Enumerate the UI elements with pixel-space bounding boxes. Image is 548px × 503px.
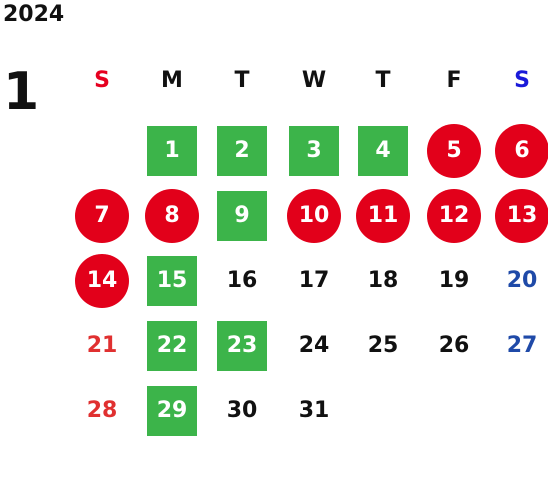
day-cell-11: 11 [356,189,410,243]
month-label: 1 [3,62,40,122]
day-cell-10: 10 [287,189,341,243]
day-cell-30: 30 [226,398,258,423]
day-cell-3: 3 [289,126,339,176]
day-cell-22: 22 [147,321,197,371]
day-cell-24: 24 [298,333,330,358]
day-cell-5: 5 [427,124,481,178]
day-cell-7: 7 [75,189,129,243]
day-cell-6: 6 [495,124,548,178]
day-cell-16: 16 [226,268,258,293]
day-cell-15: 15 [147,256,197,306]
day-cell-28: 28 [86,398,118,423]
day-cell-17: 17 [298,268,330,293]
day-cell-21: 21 [86,333,118,358]
day-cell-9: 9 [217,191,267,241]
day-cell-25: 25 [367,333,399,358]
day-cell-26: 26 [438,333,470,358]
day-cell-14: 14 [75,254,129,308]
weekday-header-5: F [446,68,462,93]
weekday-header-1: M [161,68,183,93]
day-cell-19: 19 [438,268,470,293]
day-cell-1: 1 [147,126,197,176]
day-cell-27: 27 [506,333,538,358]
weekday-header-0: S [94,68,110,93]
day-cell-20: 20 [506,268,538,293]
day-cell-31: 31 [298,398,330,423]
day-cell-12: 12 [427,189,481,243]
day-cell-13: 13 [495,189,548,243]
day-cell-23: 23 [217,321,267,371]
day-cell-8: 8 [145,189,199,243]
day-cell-29: 29 [147,386,197,436]
weekday-header-4: T [375,68,391,93]
day-cell-2: 2 [217,126,267,176]
day-cell-4: 4 [358,126,408,176]
weekday-header-6: S [514,68,530,93]
day-cell-18: 18 [367,268,399,293]
weekday-header-2: T [234,68,250,93]
weekday-header-3: W [301,68,327,93]
year-label: 2024 [3,2,65,27]
